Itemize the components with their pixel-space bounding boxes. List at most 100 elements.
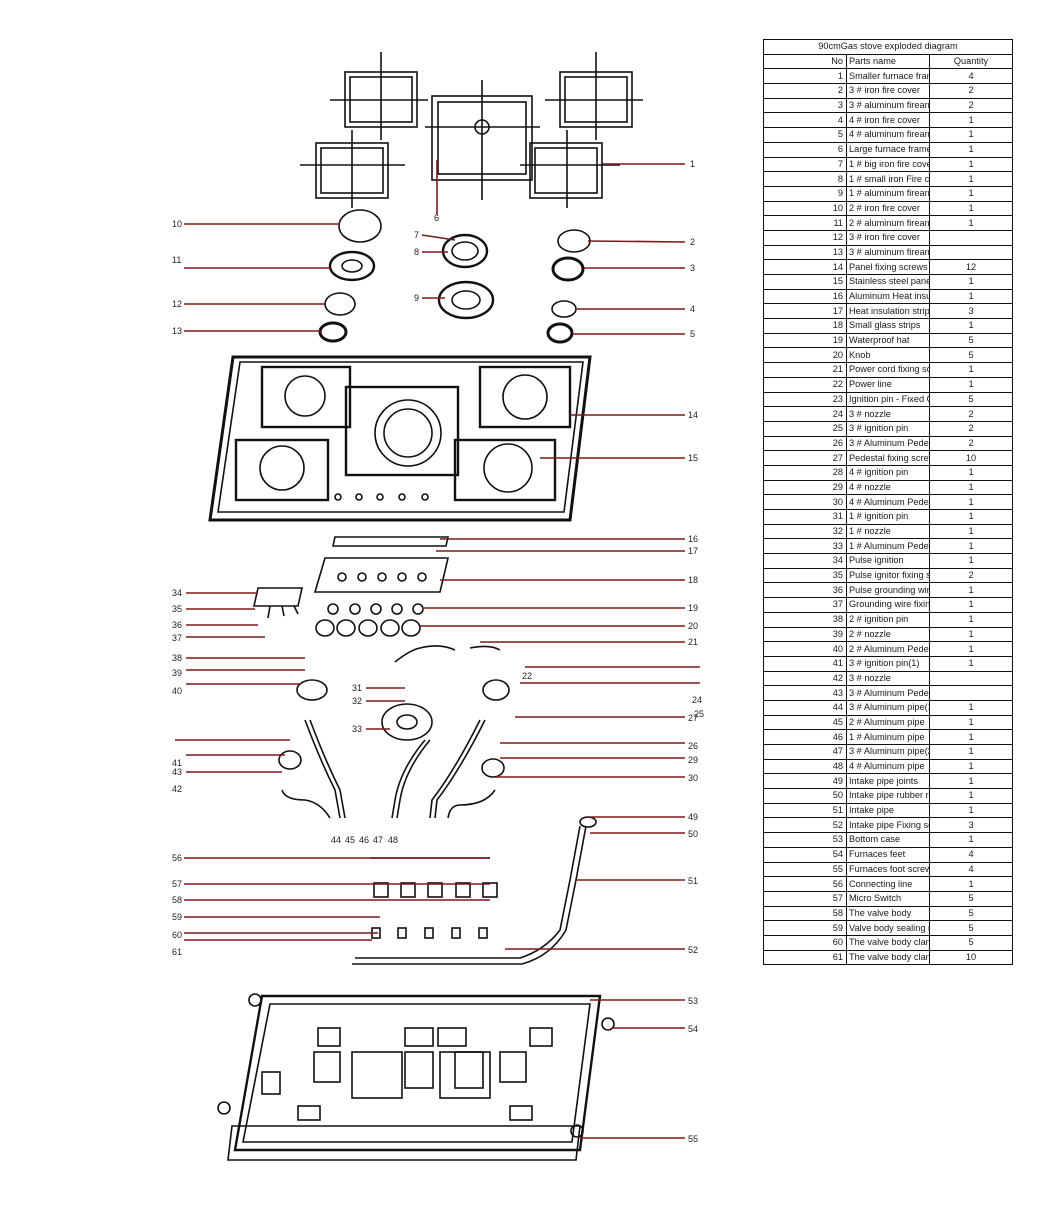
cell-no: 8 (763, 171, 847, 187)
callout-52: 52 (688, 945, 698, 955)
cell-name: 3 # nozzle (846, 406, 930, 422)
cell-name: 3 # iron fire cover (846, 83, 930, 99)
parts-table: 90cmGas stove exploded diagram No Parts … (763, 39, 1013, 966)
gas-pipes (278, 645, 510, 819)
cell-qty: 1 (929, 509, 1013, 525)
cell-no: 49 (763, 773, 847, 790)
callout-15: 15 (688, 453, 698, 463)
cell-name: 1 # aluminum firearms (846, 185, 930, 202)
cell-no: 48 (763, 758, 847, 775)
cell-name: 2 # nozzle (846, 626, 930, 643)
cell-name: Large furnace frame (cast iron) (846, 141, 930, 158)
callout-46: 46 (359, 835, 369, 845)
cell-no: 40 (763, 641, 847, 657)
callout-10: 10 (172, 219, 182, 229)
cell-no: 4 (763, 112, 847, 129)
cell-name: 1 # ignition pin (846, 509, 930, 525)
cell-no: 60 (763, 934, 847, 951)
cell-name: 3 # Aluminum pipe(2) (846, 744, 930, 760)
cell-qty: 1 (929, 318, 1013, 334)
cell-no: 28 (763, 464, 847, 481)
cell-name: 3 # nozzle (846, 670, 930, 687)
cell-qty: 5 (929, 934, 1013, 951)
table-row: 112 # aluminum firearms1 (763, 215, 1013, 231)
callout-3: 3 (690, 263, 695, 273)
cell-no: 41 (763, 655, 847, 672)
cell-qty: 1 (929, 788, 1013, 804)
callout-38: 38 (172, 653, 182, 663)
cell-qty: 1 (929, 773, 1013, 790)
cell-name: Intake pipe rubber ring sealed (846, 788, 930, 804)
callout-27: 27 (688, 713, 698, 723)
cell-qty: 1 (929, 185, 1013, 202)
cell-qty: 1 (929, 626, 1013, 643)
cell-no: 58 (763, 905, 847, 922)
cell-qty (929, 670, 1013, 687)
grate-mid-right (520, 130, 620, 208)
callout-13: 13 (172, 326, 182, 336)
cell-name: 3 # iron fire cover (846, 229, 930, 246)
callout-19: 19 (688, 603, 698, 613)
cell-no: 17 (763, 303, 847, 320)
exploded-diagram: 1 2 3 4 5 6 7 8 9 10 11 12 13 14 15 16 1… (172, 52, 704, 1161)
callout-6: 6 (434, 213, 439, 223)
callout-24: 24 (692, 695, 702, 705)
callout-55: 55 (688, 1134, 698, 1144)
cell-no: 29 (763, 479, 847, 496)
cell-qty: 1 (929, 171, 1013, 187)
burner-parts (318, 209, 591, 344)
cell-no: 51 (763, 802, 847, 819)
cell-no: 1 (763, 68, 847, 85)
cell-name: Intake pipe joints (846, 773, 930, 790)
callout-5: 5 (690, 329, 695, 339)
table-row: 54 # aluminum firearms1 (763, 127, 1013, 143)
callout-42: 42 (172, 784, 182, 794)
cell-name: Intake pipe (846, 802, 930, 819)
cell-name: 3 # ignition pin(1) (846, 655, 930, 672)
table-row: 433 # Aluminum Pedestal (763, 685, 1013, 701)
callout-39: 39 (172, 668, 182, 678)
cell-qty: 4 (929, 68, 1013, 85)
cell-qty: 2 (929, 435, 1013, 452)
cell-name: 3 # aluminum firearms (846, 97, 930, 114)
header-qty: Quantity (929, 53, 1013, 70)
cell-name: 2 # Aluminum pipe (846, 714, 930, 731)
cell-qty: 1 (929, 362, 1013, 378)
cell-no: 42 (763, 670, 847, 687)
cell-qty: 2 (929, 567, 1013, 584)
cell-name: Knob (846, 347, 930, 364)
cell-no: 3 (763, 97, 847, 114)
callout-29: 29 (688, 755, 698, 765)
callout-12: 12 (172, 299, 182, 309)
bottom-case (217, 993, 615, 1161)
cell-qty: 2 (929, 83, 1013, 99)
cell-qty: 1 (929, 699, 1013, 716)
cell-qty: 1 (929, 597, 1013, 613)
cell-no: 21 (763, 362, 847, 378)
cell-no: 30 (763, 494, 847, 510)
cell-no: 2 (763, 83, 847, 99)
callout-30: 30 (688, 773, 698, 783)
cell-qty: 1 (929, 714, 1013, 731)
cell-name: Panel fixing screws (846, 259, 930, 275)
cell-name: 4 # ignition pin (846, 464, 930, 481)
cell-no: 45 (763, 714, 847, 731)
callout-45: 45 (345, 835, 355, 845)
strips (313, 536, 450, 593)
callout-26: 26 (688, 741, 698, 751)
cell-name: 4 # aluminum firearms (846, 127, 930, 143)
cell-no: 55 (763, 861, 847, 878)
table-row: 263 # Aluminum Pedestal2 (763, 435, 1013, 452)
cell-name: Valve body sealing rubber (846, 920, 930, 936)
